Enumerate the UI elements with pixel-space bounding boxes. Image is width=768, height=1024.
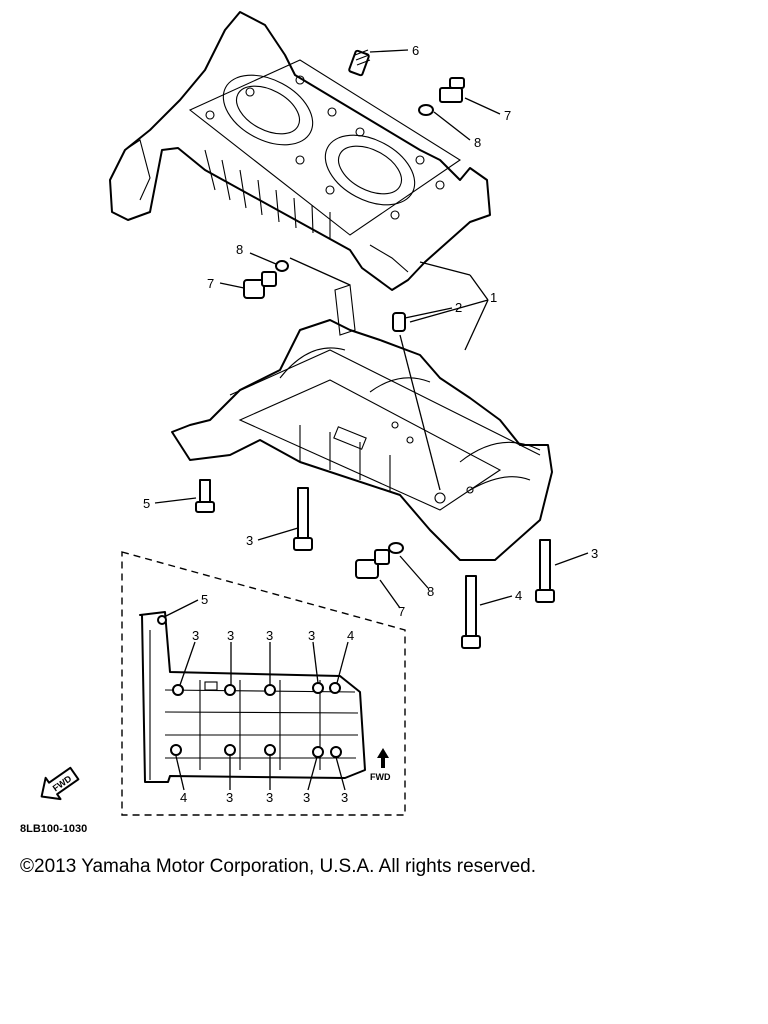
fwd-direction-badge: FWD: [40, 766, 80, 801]
bolt-3-left: [293, 487, 313, 551]
washer-8-top: [418, 104, 434, 116]
callout-2: 2: [455, 300, 462, 315]
copyright-text: ©2013 Yamaha Motor Corporation, U.S.A. A…: [20, 856, 536, 877]
bolt-4: [461, 575, 481, 649]
callout-5: 5: [143, 496, 150, 511]
lower-crankcase: [171, 284, 553, 561]
bolt-7-bottom: [355, 549, 390, 579]
bolt-7-left: [243, 271, 277, 299]
callout-8: 8: [236, 242, 243, 257]
inset-label: 3: [227, 628, 234, 643]
exploded-parts-diagram: 6 7 8 8 7 2 1 5 3 3 4 8 7: [40, 11, 598, 816]
inset-label: 3: [266, 790, 273, 805]
callout-3: 3: [591, 546, 598, 561]
bolt-7-top: [439, 77, 465, 103]
forward-arrow-icon: [377, 748, 389, 768]
bolt-3-right: [535, 539, 555, 603]
dowel-pin: [392, 312, 406, 332]
leader-lines: [154, 49, 589, 609]
inset-label: 3: [303, 790, 310, 805]
inset-bolt-pattern: 5 3 3 3 3 4 4 3 3 3 3 FWD: [121, 551, 406, 816]
callout-4: 4: [515, 588, 522, 603]
inset-label: 3: [192, 628, 199, 643]
callout-1: 1: [490, 290, 497, 305]
inset-label: 3: [341, 790, 348, 805]
inset-label: 4: [180, 790, 187, 805]
inset-fwd-label: FWD: [370, 772, 391, 782]
callout-labels: 6 7 8 8 7 2 1 5 3 3 4 8 7: [143, 43, 598, 619]
bolt-5: [195, 479, 215, 513]
inset-label: 3: [266, 628, 273, 643]
washer-8-left: [275, 260, 289, 272]
diagram-code: 8LB100-1030: [20, 823, 88, 835]
upper-crankcase: [109, 11, 491, 291]
inset-label: 3: [226, 790, 233, 805]
callout-8: 8: [427, 584, 434, 599]
callout-6: 6: [412, 43, 419, 58]
callout-8: 8: [474, 135, 481, 150]
callout-3: 3: [246, 533, 253, 548]
washer-8-bottom: [388, 542, 404, 554]
callout-7: 7: [504, 108, 511, 123]
inset-label: 4: [347, 628, 354, 643]
plug-bolt: [348, 49, 371, 77]
callout-7: 7: [398, 604, 405, 619]
inset-label: 3: [308, 628, 315, 643]
inset-label: 5: [201, 592, 208, 607]
callout-7: 7: [207, 276, 214, 291]
